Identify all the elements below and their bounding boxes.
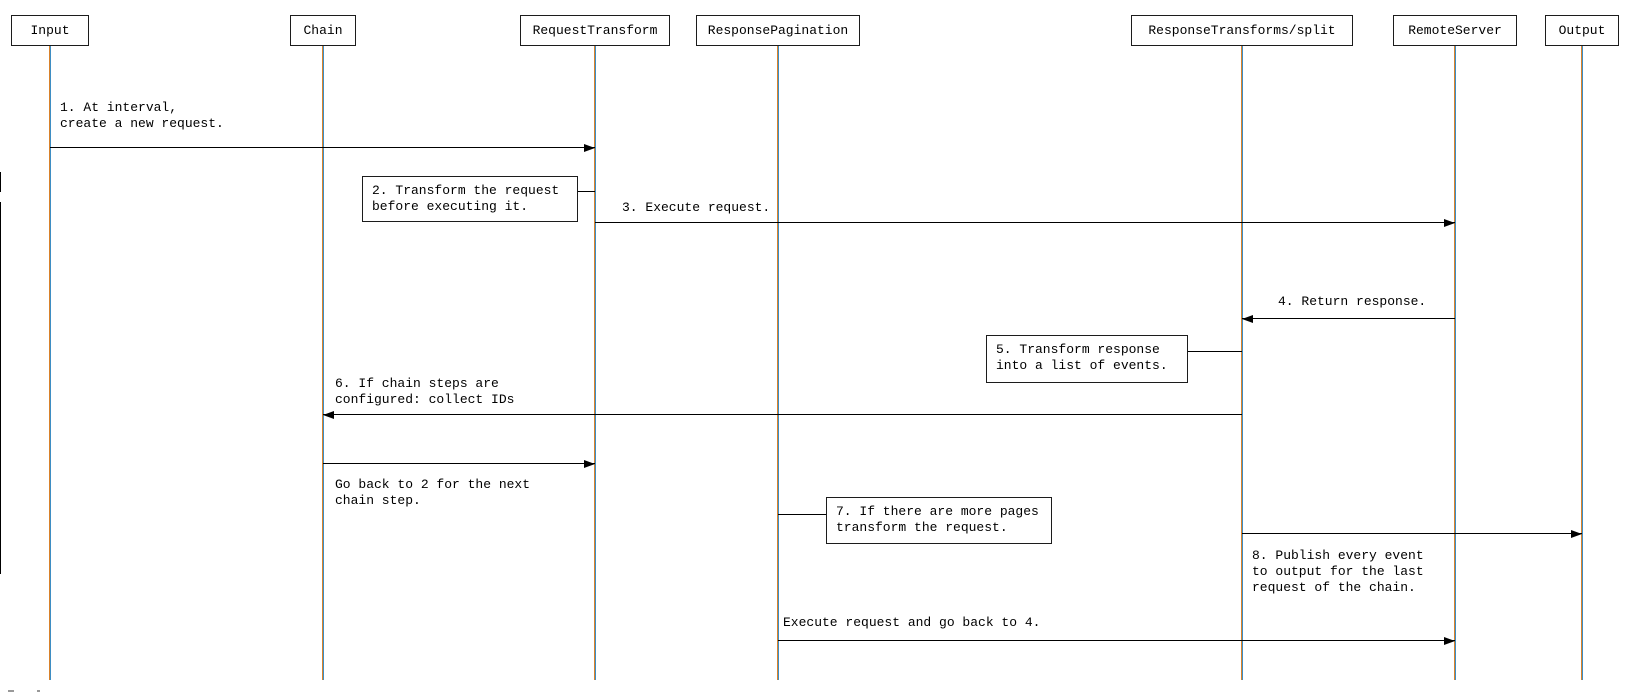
message-line-3 [595, 222, 1455, 223]
message-label-3: 3. Execute request. [622, 200, 771, 215]
bottom-edge-artifact-0 [8, 690, 14, 692]
actor-box-request-transform: RequestTransform [520, 15, 670, 46]
message-label-execute-loop: Execute request and go back to 4. [783, 615, 1041, 630]
arrowhead-execute-loop [1444, 637, 1455, 645]
lifeline-input [49, 46, 51, 680]
message-line-8 [1242, 533, 1582, 534]
actor-box-input: Input [11, 15, 89, 46]
actor-box-chain: Chain [290, 15, 356, 46]
message-label-go-back: Go back to 2 for the next chain step. [335, 477, 531, 508]
arrowhead-3 [1444, 219, 1455, 227]
actor-box-output: Output [1545, 15, 1619, 46]
lifeline-request-transform [594, 46, 596, 680]
lifeline-chain [322, 46, 324, 680]
lifeline-output [1581, 46, 1583, 680]
left-edge-artifact-0 [0, 172, 1, 192]
arrowhead-6 [323, 411, 334, 419]
arrowhead-go-back [584, 460, 595, 468]
message-label-1: 1. At interval, create a new request. [60, 100, 224, 131]
message-line-6 [323, 414, 1242, 415]
note-connector-5 [1188, 351, 1242, 352]
message-line-execute-loop [778, 640, 1455, 641]
arrowhead-1 [584, 144, 595, 152]
message-line-go-back [323, 463, 595, 464]
note-box-2: 2. Transform the request before executin… [362, 176, 578, 222]
message-label-6: 6. If chain steps are configured: collec… [335, 376, 515, 407]
bottom-edge-artifact-1 [37, 690, 40, 692]
note-box-7: 7. If there are more pages transform the… [826, 497, 1052, 544]
message-label-4: 4. Return response. [1278, 294, 1427, 309]
message-label-8: 8. Publish every event to output for the… [1252, 548, 1424, 595]
note-box-5: 5. Transform response into a list of eve… [986, 335, 1188, 383]
actor-box-response-transforms-split: ResponseTransforms/split [1131, 15, 1353, 46]
actor-box-response-pagination: ResponsePagination [696, 15, 860, 46]
lifeline-remote-server [1454, 46, 1456, 680]
message-line-4 [1242, 318, 1455, 319]
lifeline-response-pagination [777, 46, 779, 680]
arrowhead-4 [1242, 315, 1253, 323]
arrowhead-8 [1571, 530, 1582, 538]
note-connector-7 [778, 514, 826, 515]
note-connector-2 [578, 191, 595, 192]
message-line-1 [50, 147, 595, 148]
left-edge-artifact-1 [0, 202, 1, 574]
lifeline-response-transforms-split [1241, 46, 1243, 680]
actor-box-remote-server: RemoteServer [1393, 15, 1517, 46]
